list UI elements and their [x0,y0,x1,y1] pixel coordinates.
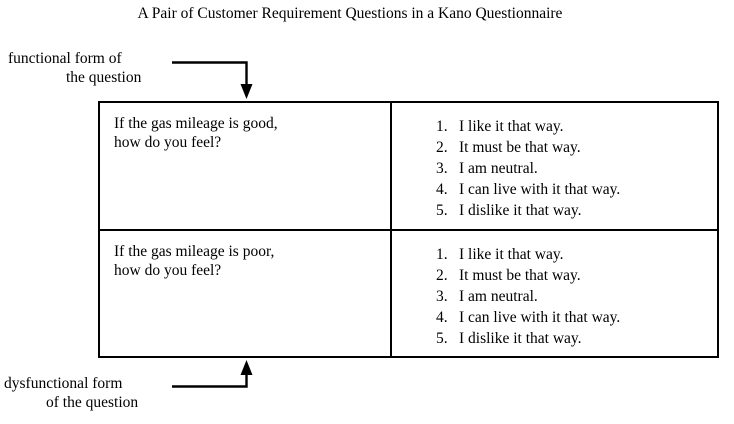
dysfunctional-question-cell: If the gas mileage is poor, how do you f… [98,228,392,358]
kano-questionnaire-table: If the gas mileage is good, how do you f… [98,101,719,358]
functional-answers-cell: 1. I like it that way. 2. It must be that … [390,101,719,231]
answer-text: It must be that way. [459,139,581,156]
list-item[interactable]: 1. I like it that way. [392,116,717,137]
dysfunctional-question-line1: If the gas mileage is poor, [114,242,275,260]
functional-form-label: functional form of the question [8,49,141,87]
dysfunctional-answer-list: 1. I like it that way. 2. It must be that … [392,231,717,349]
dysfunctional-answers-cell: 1. I like it that way. 2. It must be that … [390,228,719,358]
kano-table-body: If the gas mileage is good, how do you f… [98,101,719,358]
list-item[interactable]: 1. I like it that way. [392,244,717,265]
functional-form-label-line2: the question [66,69,142,86]
answer-text: I like it that way. [459,245,564,263]
answer-number: 5. [436,202,448,219]
answer-text: I can live with it that way. [459,308,621,326]
answer-text: I like it that way. [459,118,564,135]
answer-number: 2. [436,139,448,156]
answer-text: It must be that way. [459,266,581,284]
dysfunctional-form-label-line2: of the question [46,394,139,411]
answer-number: 4. [436,181,448,198]
answer-number: 5. [436,329,448,347]
answer-text: I am neutral. [459,160,538,177]
functional-question-line2: how do you feel? [114,134,222,151]
list-item[interactable]: 3. I am neutral. [392,158,717,179]
table-row: If the gas mileage is poor, how do you f… [98,228,719,358]
dysfunctional-form-leader-arrow [172,360,253,388]
functional-question-cell: If the gas mileage is good, how do you f… [98,101,392,231]
functional-form-label-line1: functional form of [8,50,122,67]
answer-text: I dislike it that way. [459,329,582,347]
functional-form-leader-arrow [172,61,253,99]
list-item[interactable]: 2. It must be that way. [392,265,717,286]
dysfunctional-question-line2: how do you feel? [114,261,222,279]
functional-question-text: If the gas mileage is good, how do you f… [100,103,390,152]
figure-title: A Pair of Customer Requirement Questions… [137,5,563,22]
functional-question-line1: If the gas mileage is good, [114,115,278,132]
table-row: If the gas mileage is good, how do you f… [98,101,719,231]
answer-number: 2. [436,266,448,284]
answer-number: 3. [436,287,448,305]
answer-text: I can live with it that way. [459,181,621,198]
functional-answer-list: 1. I like it that way. 2. It must be that … [392,103,717,221]
answer-number: 3. [436,160,448,177]
list-item[interactable]: 2. It must be that way. [392,137,717,158]
list-item[interactable]: 4. I can live with it that way. [392,179,717,200]
list-item[interactable]: 3. I am neutral. [392,286,717,307]
arrowhead-up-icon [240,360,253,375]
answer-text: I dislike it that way. [459,202,582,219]
answer-number: 1. [436,245,448,263]
arrowhead-down-icon [240,84,253,99]
answer-number: 1. [436,118,448,135]
dysfunctional-form-label: dysfunctional form of the question [4,374,138,412]
list-item[interactable]: 5. I dislike it that way. [392,328,717,349]
dysfunctional-form-label-line1: dysfunctional form [4,375,123,392]
answer-number: 4. [436,308,448,326]
list-item[interactable]: 4. I can live with it that way. [392,307,717,328]
list-item[interactable]: 5. I dislike it that way. [392,200,717,221]
answer-text: I am neutral. [459,287,538,305]
dysfunctional-question-text: If the gas mileage is poor, how do you f… [100,231,390,280]
